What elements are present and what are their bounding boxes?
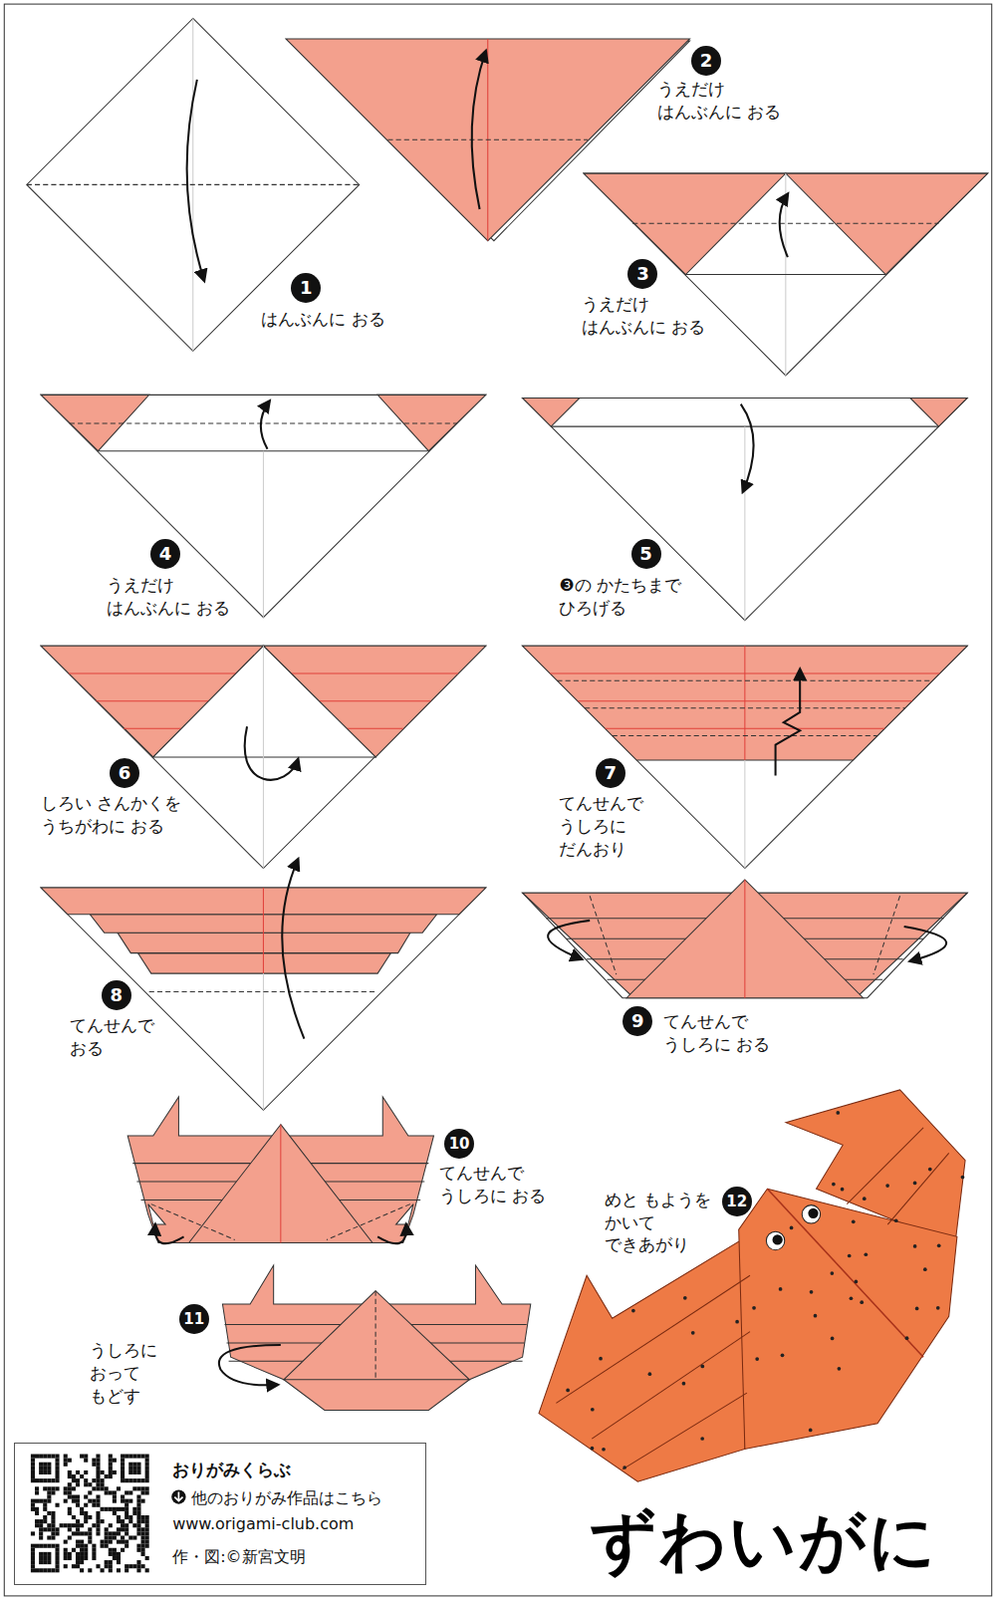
step-number: 10 xyxy=(444,1128,475,1159)
step-instruction: てんせんで うしろに おる xyxy=(439,1161,564,1208)
step-number: 6 xyxy=(109,757,140,788)
step-instruction: てんせんで うしろに おる xyxy=(663,1009,788,1056)
step-number: 5 xyxy=(631,538,662,569)
step-number: 3 xyxy=(627,258,658,289)
step3-figure xyxy=(583,173,989,376)
step5-figure xyxy=(522,397,969,620)
qr-code xyxy=(30,1454,150,1573)
step-instruction: うえだけ はんぶんに おる xyxy=(106,573,251,620)
credit-text: 作・図:©新宮文明 xyxy=(172,1546,305,1568)
crab-figure xyxy=(538,1089,966,1482)
step11-figure xyxy=(219,1264,531,1410)
step7-figure xyxy=(522,645,969,868)
step8-figure xyxy=(40,858,487,1110)
step-number: 12 xyxy=(722,1186,752,1217)
credit-text: www.origami-club.com xyxy=(172,1513,354,1533)
step-instruction: うえだけ はんぶんに おる xyxy=(657,77,802,124)
step-instruction: しろい さんかくを うちがわに おる xyxy=(40,791,196,838)
credit-text: おりがみくらぶ xyxy=(172,1458,291,1482)
step-instruction: うえだけ はんぶんに おる xyxy=(581,292,727,339)
step-number: 2 xyxy=(691,45,722,76)
step-instruction: めと もようを かいて できあがり xyxy=(604,1188,730,1257)
step-instruction: うしろに おって もどす xyxy=(89,1338,170,1408)
page-border xyxy=(3,3,992,1596)
step-number: 8 xyxy=(101,980,132,1010)
credit-box: おりがみくらぶ他のおりがみ作品はこちら www.origami-club.com 作… xyxy=(13,1442,427,1585)
step-number: 9 xyxy=(622,1005,653,1036)
step-instruction: はんぶんに おる xyxy=(260,307,385,331)
step6-figure xyxy=(40,645,487,868)
step10-figure xyxy=(127,1096,434,1244)
step-number: 4 xyxy=(150,538,181,569)
down-arrow-icon xyxy=(171,1489,186,1503)
step-instruction: てんせんで うしろに だんおり xyxy=(558,791,654,861)
step-instruction: てんせんで おる xyxy=(69,1013,170,1060)
credit-text: 他のおりがみ作品はこちら xyxy=(191,1488,383,1509)
title: ずわいがに xyxy=(589,1495,939,1586)
step9-figure xyxy=(522,879,969,998)
step1-figure xyxy=(26,17,360,351)
step-number: 1 xyxy=(290,272,321,303)
step-instruction: ❸の かたちまで ひろげる xyxy=(558,573,699,620)
step-number: 7 xyxy=(595,757,626,788)
step-number: 11 xyxy=(179,1303,210,1334)
